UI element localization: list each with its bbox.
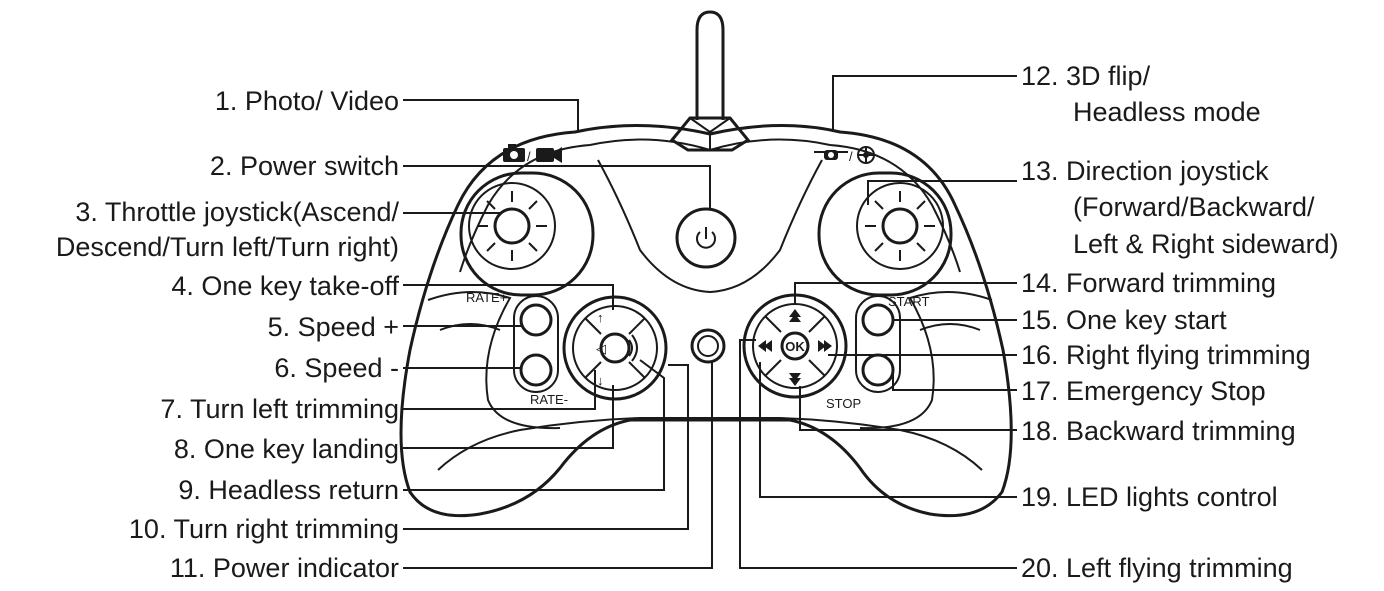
start-label: START	[888, 294, 929, 309]
landing-icon: ↓	[597, 373, 604, 388]
speed-minus-button[interactable]	[519, 353, 553, 387]
label-right-flying-trimming: 16. Right flying trimming	[1021, 340, 1311, 370]
start-stop-buttons: START STOP	[826, 294, 929, 411]
double-arrow-left-icon[interactable]	[758, 340, 772, 352]
label-throttle-joystick-line2: Descend/Turn left/Turn right)	[56, 232, 399, 262]
label-forward-trimming: 14. Forward trimming	[1021, 268, 1276, 298]
controller-body	[399, 124, 1013, 518]
arrow-down-icon[interactable]	[789, 373, 801, 386]
label-photo-video: 1. Photo/ Video	[215, 86, 399, 116]
leader-lines-left	[403, 99, 713, 569]
arrow-up-icon[interactable]	[789, 309, 801, 322]
label-direction-joystick-line3: Left & Right sideward)	[1073, 229, 1339, 259]
label-direction-joystick-line2: (Forward/Backward/	[1073, 192, 1315, 222]
speed-plus-button[interactable]	[519, 303, 553, 337]
rate-minus-label: RATE-	[530, 392, 568, 407]
stop-label: STOP	[826, 396, 861, 411]
label-flip-headless: 12. 3D flip/	[1021, 61, 1151, 91]
label-turn-left-trimming: 7. Turn left trimming	[160, 394, 399, 424]
label-speed-minus: 6. Speed -	[274, 353, 399, 383]
power-icon	[696, 227, 716, 249]
flip-headless-icons: /	[814, 146, 875, 164]
direction-joystick-graphic[interactable]	[817, 171, 953, 297]
camera-video-icons: /	[503, 144, 562, 164]
drone-icon	[814, 150, 848, 160]
power-indicator-light	[690, 328, 726, 364]
ok-label: OK	[785, 339, 805, 354]
label-speed-plus: 5. Speed +	[268, 312, 399, 342]
start-button[interactable]	[861, 303, 895, 337]
label-power-switch: 2. Power switch	[210, 151, 399, 181]
rate-plus-label: RATE+	[466, 290, 507, 305]
label-one-key-start: 15. One key start	[1021, 305, 1227, 335]
label-direction-joystick: 13. Direction joystick	[1021, 156, 1269, 186]
speed-buttons: RATE+ RATE-	[466, 290, 568, 407]
labels-left: 1. Photo/ Video 2. Power switch 3. Throt…	[56, 86, 400, 583]
power-button[interactable]	[675, 207, 737, 269]
video-camera-icon	[536, 147, 562, 163]
label-led-lights-control: 19. LED lights control	[1021, 482, 1278, 512]
label-left-flying-trimming: 20. Left flying trimming	[1021, 553, 1293, 583]
camera-icon	[503, 144, 525, 162]
headless-icon	[857, 146, 875, 164]
double-arrow-right-icon[interactable]	[818, 340, 832, 352]
label-throttle-joystick: 3. Throttle joystick(Ascend/	[75, 197, 399, 227]
label-one-key-takeoff: 4. One key take-off	[171, 271, 399, 301]
labels-right: 12. 3D flip/ Headless mode 13. Direction…	[1021, 61, 1339, 583]
label-power-indicator: 11. Power indicator	[170, 553, 399, 583]
stop-button[interactable]	[861, 353, 895, 387]
camera-slash: /	[527, 149, 531, 164]
label-flip-headless-line2: Headless mode	[1073, 97, 1261, 127]
throttle-joystick-graphic[interactable]	[459, 171, 595, 297]
headless-return-button[interactable]	[599, 332, 631, 364]
label-turn-right-trimming: 10. Turn right trimming	[129, 514, 399, 544]
led-lights-button[interactable]	[780, 331, 810, 361]
left-dpad: ↑ ↓ ◁	[562, 295, 668, 401]
label-emergency-stop: 17. Emergency Stop	[1021, 376, 1266, 406]
takeoff-icon: ↑	[597, 310, 604, 325]
turn-left-icon: ◁	[596, 341, 606, 356]
flip-slash: /	[849, 149, 853, 164]
label-headless-return: 9. Headless return	[178, 475, 399, 505]
label-backward-trimming: 18. Backward trimming	[1021, 416, 1296, 446]
leader-lines-right	[739, 75, 1017, 569]
label-one-key-landing: 8. One key landing	[174, 434, 399, 464]
